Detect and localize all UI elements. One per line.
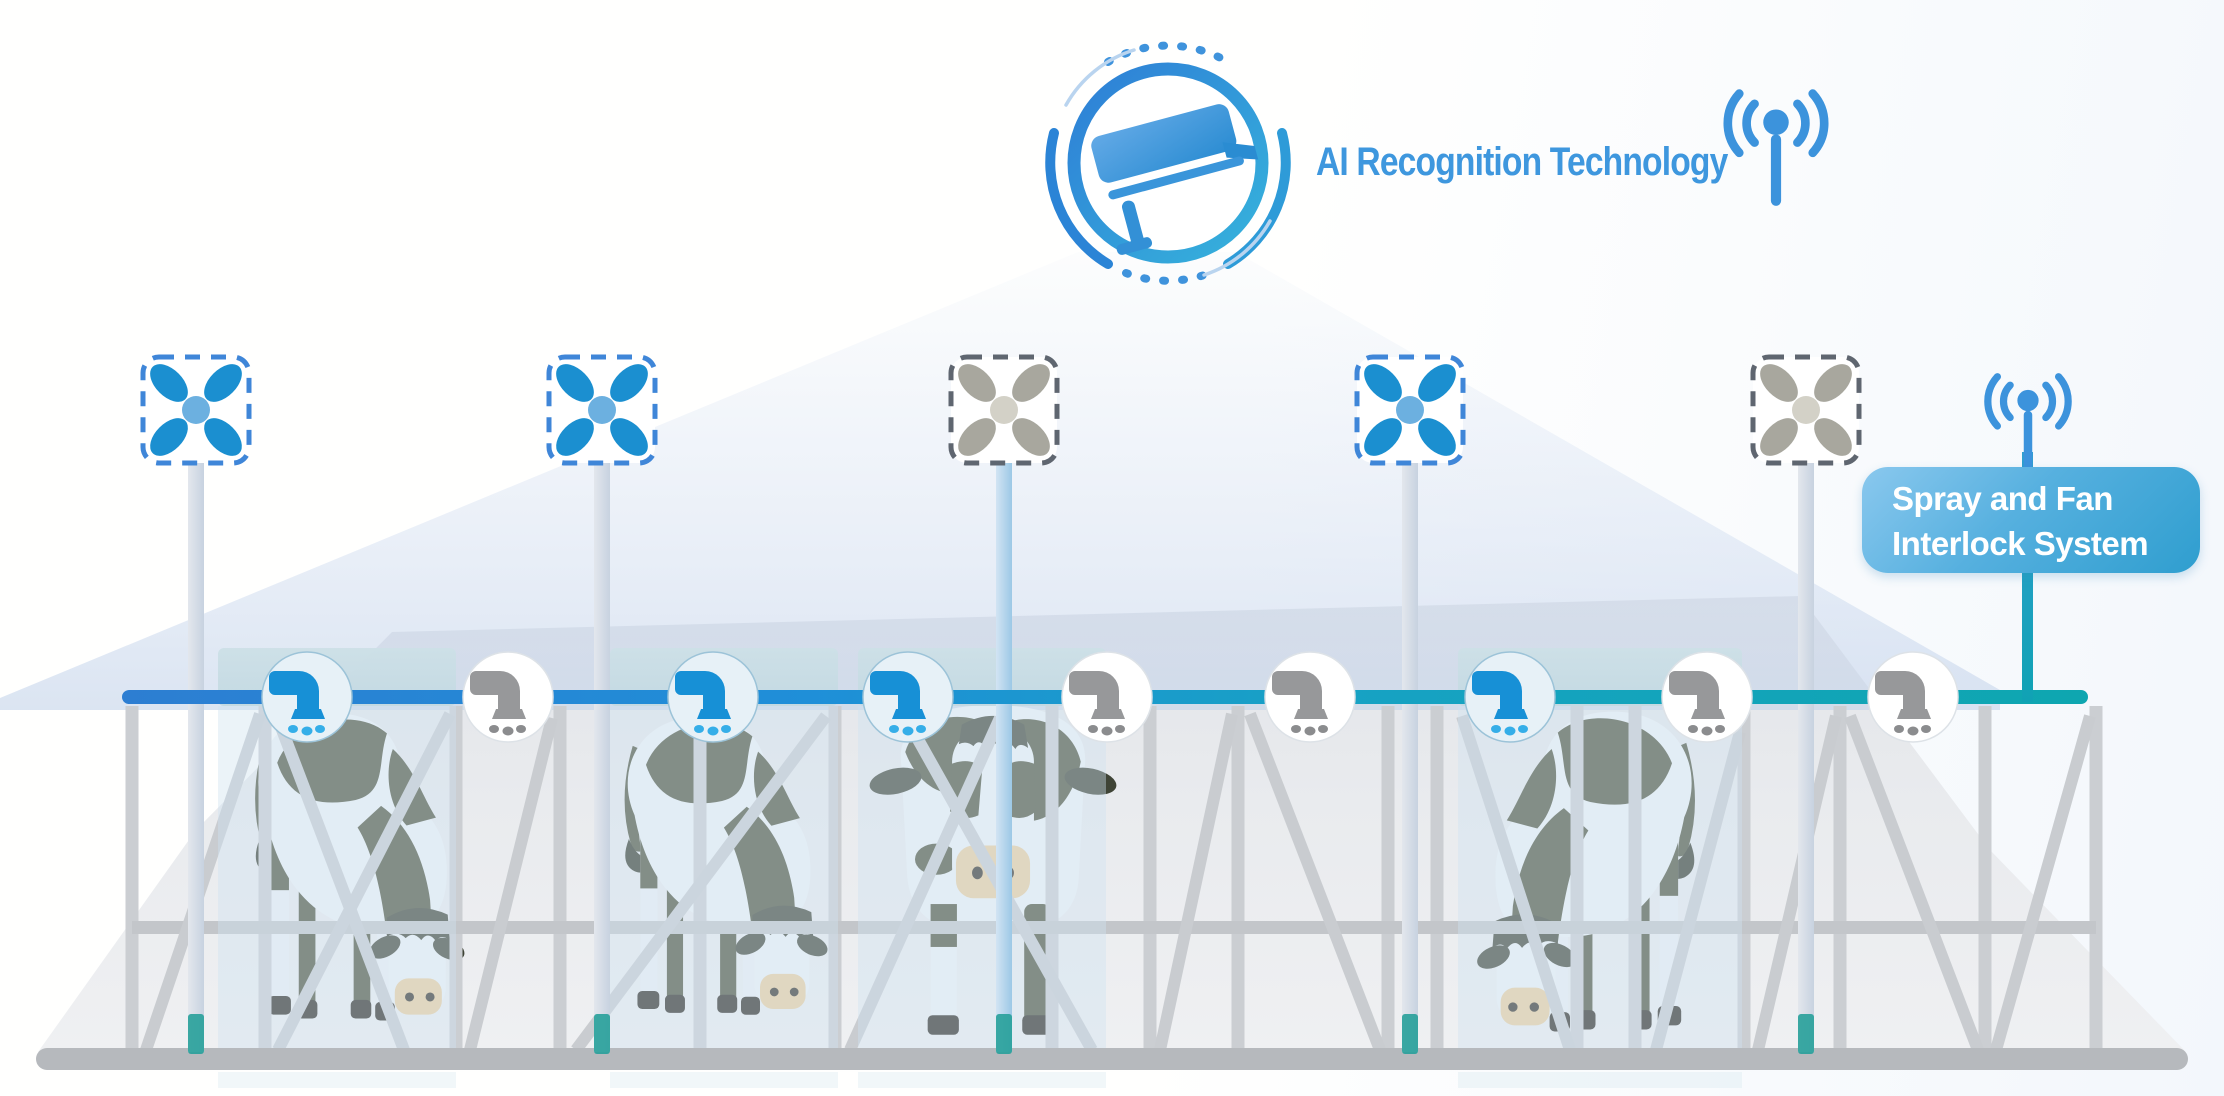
interlock-riser-line	[2022, 452, 2033, 702]
interlock-antenna-icon	[1988, 377, 2068, 471]
spray-nozzle-icon nozzle-6-off	[1264, 651, 1356, 743]
camera-badge-ornament	[1045, 41, 1291, 285]
fan-pole-2	[594, 458, 610, 1054]
interlock-system-label: Spray and Fan Interlock System	[1862, 467, 2200, 573]
interlock-label-line1: Spray and Fan	[1892, 480, 2113, 517]
ai-camera-badge	[1045, 41, 1291, 285]
spray-nozzle-icon nozzle-9-off	[1867, 651, 1959, 743]
fan-blades-icon fan-4-on	[1354, 354, 1466, 466]
spray-nozzle-icon nozzle-4-on	[862, 651, 954, 743]
fan-blades-icon fan-2-on	[546, 354, 658, 466]
spray-nozzle-icon nozzle-3-on	[667, 651, 759, 743]
spray-nozzle-icon nozzle-8-off	[1661, 651, 1753, 743]
fan-layer	[140, 354, 1862, 466]
mist-zone-2	[610, 648, 838, 1088]
spray-nozzle-icon nozzle-2-off	[462, 651, 554, 743]
fan-blades-icon fan-1-on	[140, 354, 252, 466]
spray-nozzle-icon nozzle-1-on	[261, 651, 353, 743]
fan-blades-icon fan-3-off	[948, 354, 1060, 466]
fan-pole-5	[1798, 458, 1814, 1054]
fan-pole-3	[996, 458, 1012, 1054]
fan-blades-icon fan-5-off	[1750, 354, 1862, 466]
page-title: AI Recognition Technology	[1316, 140, 1728, 184]
fan-pole-1	[188, 458, 204, 1054]
fan-pole-4	[1402, 458, 1418, 1054]
fence-layer	[125, 706, 2103, 1056]
fan-pole-layer	[188, 458, 1814, 1054]
ground-strip	[36, 1048, 2188, 1070]
nozzle-layer	[261, 651, 1959, 743]
spray-nozzle-icon nozzle-5-off	[1061, 651, 1153, 743]
signal-antenna-icon	[1728, 94, 1824, 206]
cctv-camera-icon	[1091, 104, 1259, 255]
interlock-label-line2: Interlock System	[1892, 525, 2149, 562]
spray-nozzle-icon nozzle-7-on	[1464, 651, 1556, 743]
stall-fence	[125, 706, 2103, 1056]
